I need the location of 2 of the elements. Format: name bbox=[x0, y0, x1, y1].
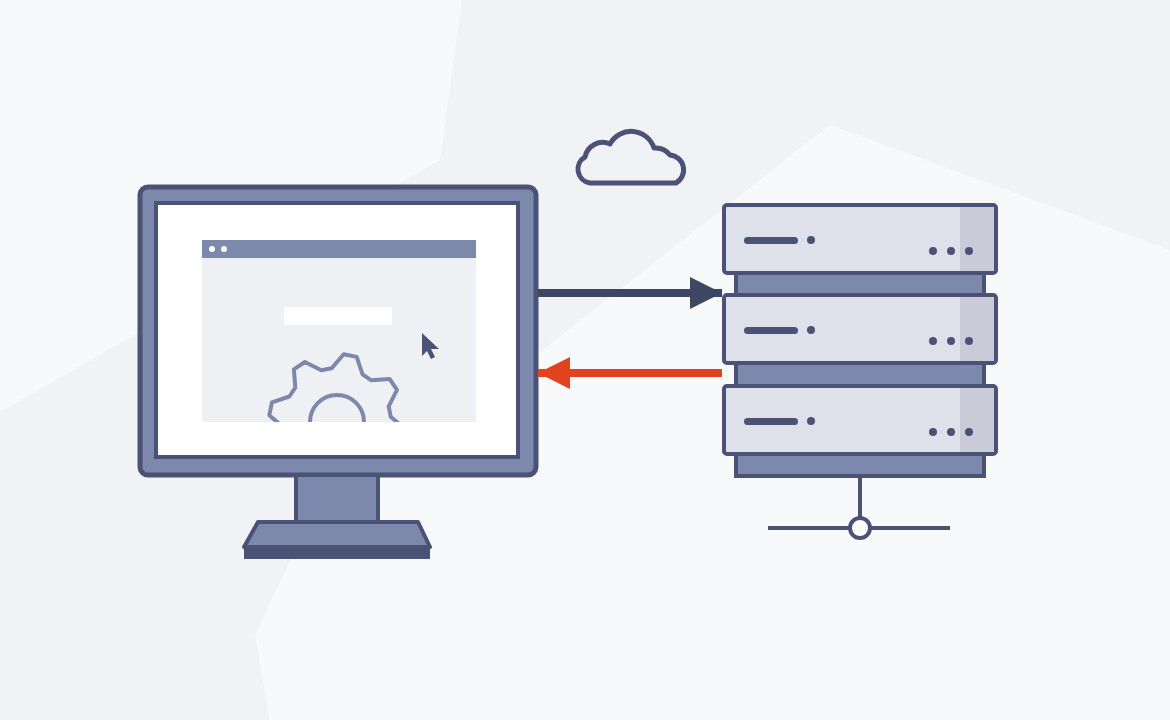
arrow bbox=[538, 277, 722, 309]
server-rack-drawing bbox=[722, 203, 998, 541]
